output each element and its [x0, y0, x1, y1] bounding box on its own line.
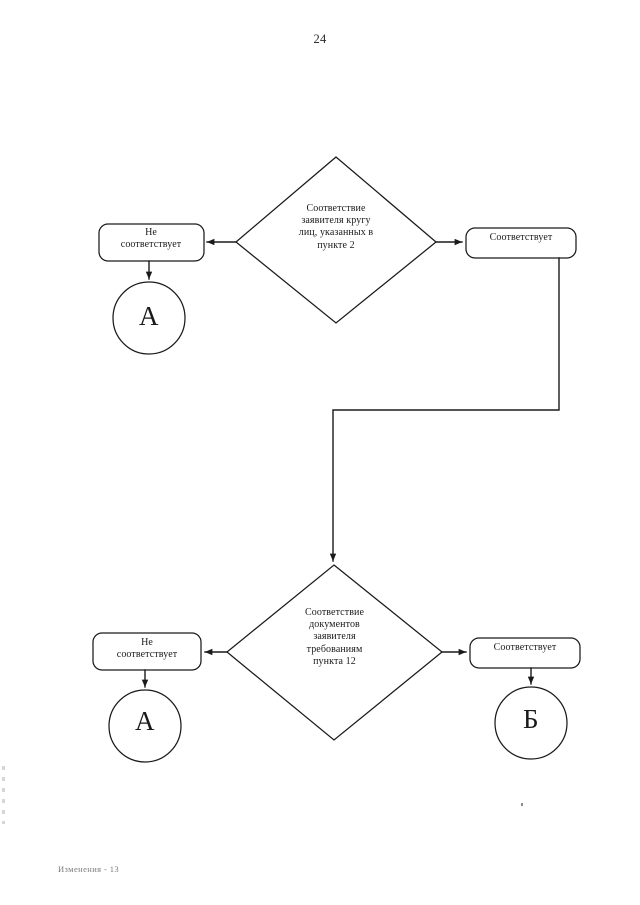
box-not-compliant-bottom-shape [92, 632, 202, 671]
connector-a-top-shape [112, 281, 186, 355]
connector-b-bottom-shape [494, 686, 568, 760]
connector-compliant-top-to-decision2 [329, 257, 560, 562]
scan-edge-artifact [2, 766, 5, 824]
decision-applicant-eligibility-shape [235, 156, 437, 324]
connector-a-bottom-shape [108, 689, 182, 763]
box-compliant-top-shape [465, 227, 577, 259]
decision-documents-requirements-shape [226, 564, 443, 741]
scan-speck [521, 803, 523, 806]
box-not-compliant-top-shape [98, 223, 205, 262]
page-number: 24 [313, 32, 327, 46]
box-compliant-bottom-shape [469, 637, 581, 669]
footer-revision-note: Изменения - 13 [58, 864, 120, 874]
